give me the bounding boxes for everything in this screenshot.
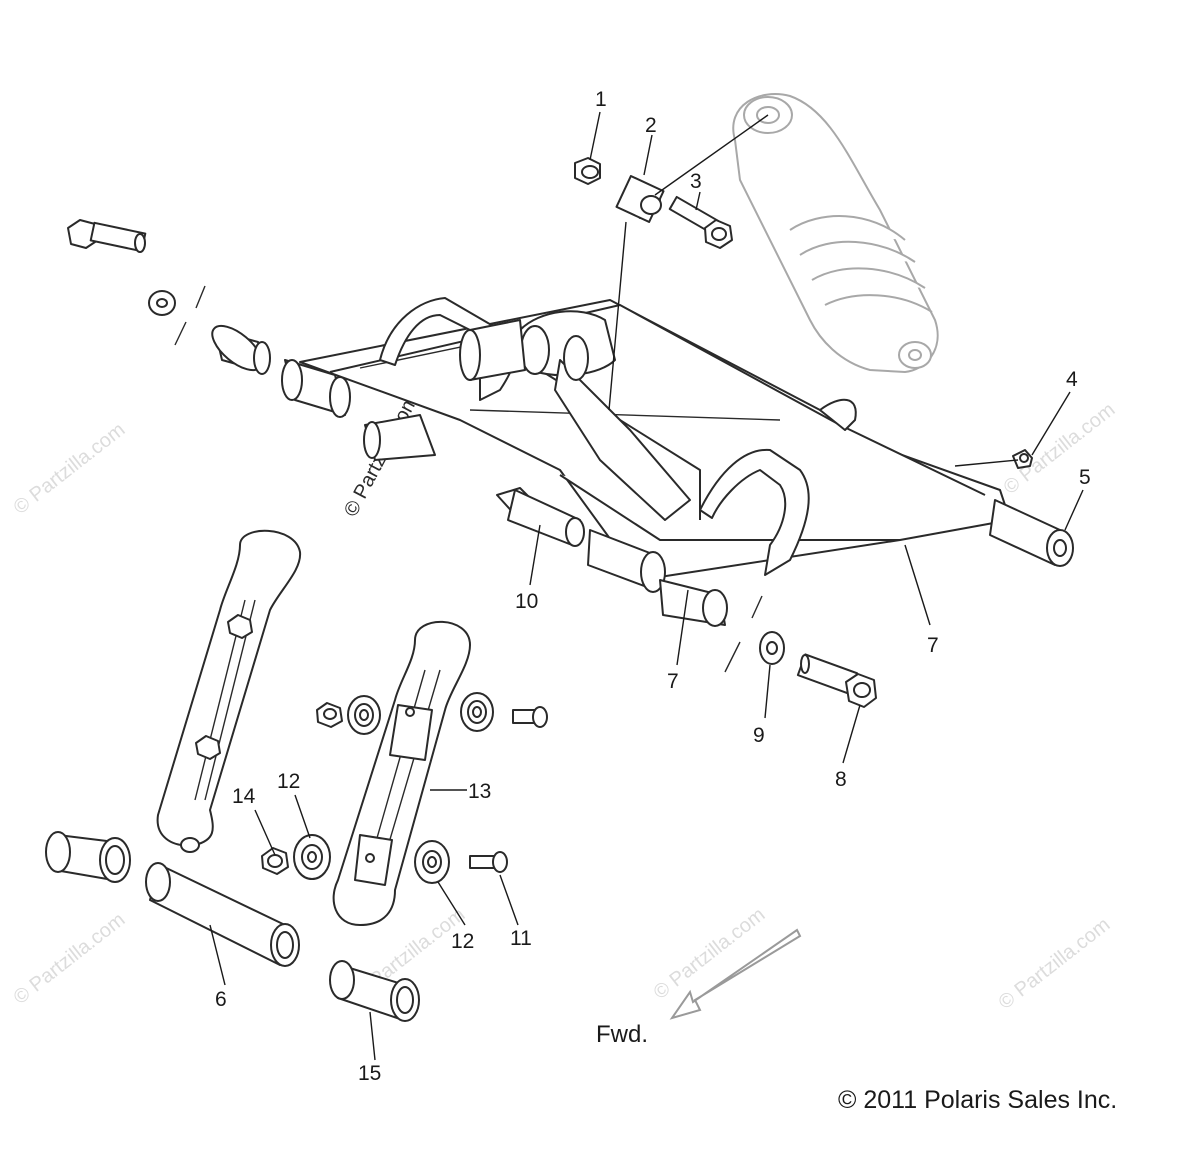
nut-link-bottom[interactable] — [261, 847, 289, 875]
grease-fitting[interactable] — [1012, 449, 1033, 469]
centerline — [174, 285, 206, 346]
flange-nut[interactable] — [574, 157, 601, 185]
callout-label: 12 — [277, 770, 300, 793]
callout-label: 12 — [451, 930, 474, 953]
spacer-link-bottom-right[interactable] — [414, 840, 450, 884]
bolt-link-bottom[interactable] — [469, 851, 508, 873]
idler-shaft[interactable] — [145, 862, 300, 967]
forward-label: Fwd. — [596, 1021, 648, 1048]
pivot-bushing-left[interactable] — [205, 318, 271, 378]
watermark: © Partzilla.com — [10, 419, 130, 519]
callout-label: 5 — [1079, 466, 1091, 489]
callout-label: 1 — [595, 88, 607, 111]
swing-arm[interactable] — [299, 297, 1011, 581]
pivot-bolt-long[interactable] — [496, 487, 585, 547]
callout-label: 15 — [358, 1062, 381, 1085]
shock-bushing[interactable] — [615, 174, 665, 224]
spacer-link-top-right[interactable] — [460, 692, 494, 732]
flanged-bushing-bottom[interactable] — [329, 960, 420, 1022]
pivot-sleeve-right[interactable] — [587, 529, 666, 593]
callout-label: 7 — [927, 634, 939, 657]
washer-right[interactable] — [759, 631, 785, 665]
callout-label: 10 — [515, 590, 538, 613]
callout-label: 4 — [1066, 368, 1078, 391]
callouts: 1 2 3 4 5 6 7 7 8 9 10 11 12 12 13 14 15 — [215, 88, 1091, 1085]
callout-label: 11 — [510, 927, 532, 950]
washer-left[interactable] — [148, 290, 176, 316]
link-arm[interactable] — [332, 620, 471, 926]
link-arm-left[interactable] — [156, 529, 302, 853]
cross-tube[interactable] — [989, 499, 1074, 567]
nut-link-top[interactable] — [316, 702, 343, 728]
watermark: © Partzilla.com — [995, 914, 1115, 1014]
leader-lines — [209, 111, 1084, 1061]
watermark: © Partzilla.com — [10, 909, 130, 1009]
watermark: © Partzilla.com — [650, 904, 770, 1004]
centerline — [724, 595, 763, 673]
watermark: © Partzilla.com — [1000, 399, 1120, 499]
callout-label: 13 — [468, 780, 491, 803]
pivot-bushing-right[interactable] — [659, 579, 728, 627]
nut-upper[interactable] — [195, 614, 253, 760]
shock-bolt[interactable] — [668, 195, 733, 249]
spacer-link-bottom-left[interactable] — [293, 834, 331, 880]
callout-label: 9 — [753, 724, 765, 747]
forward-arrow-icon — [669, 928, 802, 1020]
spacer-link-top-left[interactable] — [347, 695, 381, 735]
pivot-bolt-left[interactable] — [67, 219, 147, 253]
pivot-bolt-right[interactable] — [796, 653, 877, 708]
callout-label: 3 — [690, 170, 702, 193]
callout-label: 2 — [645, 114, 657, 137]
flanged-bushing-left[interactable] — [45, 831, 131, 883]
bolt-link-top[interactable] — [512, 706, 548, 728]
pivot-pin[interactable] — [363, 414, 436, 461]
shock-absorber[interactable] — [732, 93, 939, 374]
callout-label: 7 — [667, 670, 679, 693]
copyright-notice: © 2011 Polaris Sales Inc. — [838, 1086, 1117, 1114]
callout-label: 8 — [835, 768, 847, 791]
callout-label: 14 — [232, 785, 256, 808]
callout-label: 6 — [215, 988, 227, 1011]
